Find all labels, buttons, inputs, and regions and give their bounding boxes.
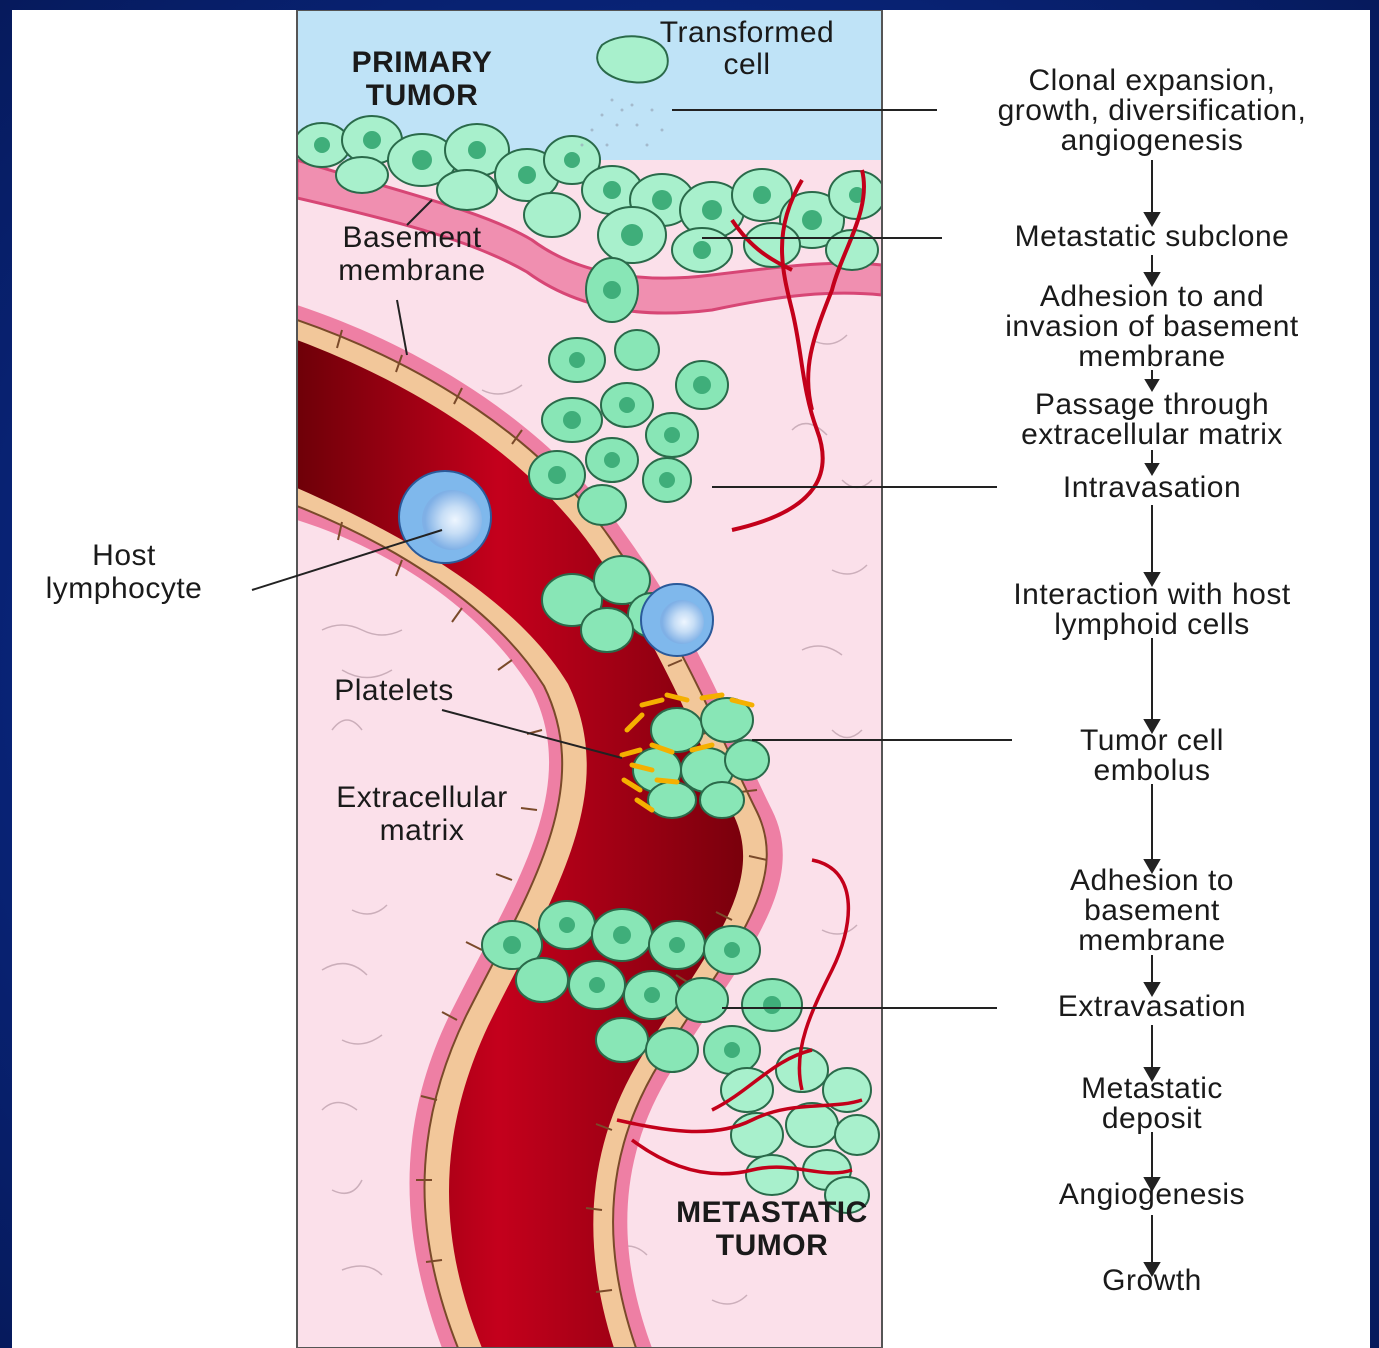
step-adhesion-3: membrane bbox=[1078, 340, 1225, 373]
host-lymphocyte-cell bbox=[399, 471, 491, 563]
label-platelets: Platelets bbox=[334, 674, 454, 707]
label-basement-1: Basement bbox=[342, 221, 481, 254]
label-transformed-2: cell bbox=[723, 48, 770, 81]
metastasis-diagram: PRIMARY TUMOR Transformed cell Basement … bbox=[12, 10, 1370, 1348]
circulating-lymphocyte bbox=[641, 584, 713, 656]
step-adhesion-bm-1: Adhesion to bbox=[1070, 864, 1234, 897]
label-basement-2: membrane bbox=[338, 254, 485, 287]
step-adhesion-bm-3: membrane bbox=[1078, 924, 1225, 957]
label-host-1: Host bbox=[92, 539, 156, 572]
step-extravasation: Extravasation bbox=[1058, 990, 1246, 1023]
step-clonal-1: Clonal expansion, bbox=[1029, 64, 1276, 97]
step-deposit-2: deposit bbox=[1102, 1102, 1202, 1135]
step-interaction-2: lymphoid cells bbox=[1054, 608, 1249, 641]
label-primary-tumor-2: TUMOR bbox=[366, 79, 478, 112]
step-interaction-1: Interaction with host bbox=[1013, 578, 1290, 611]
step-adhesion-1: Adhesion to and bbox=[1040, 280, 1264, 313]
step-clonal-2: growth, diversification, bbox=[998, 94, 1307, 127]
step-intravasation: Intravasation bbox=[1063, 471, 1241, 504]
step-adhesion-bm-2: basement bbox=[1084, 894, 1220, 927]
label-metastatic-2: TUMOR bbox=[716, 1229, 828, 1262]
step-angiogenesis: Angiogenesis bbox=[1059, 1178, 1245, 1211]
step-adhesion-2: invasion of basement bbox=[1005, 310, 1299, 343]
step-embolus-2: embolus bbox=[1094, 754, 1211, 787]
step-subclone: Metastatic subclone bbox=[1015, 220, 1290, 253]
step-growth: Growth bbox=[1102, 1264, 1202, 1297]
step-embolus-1: Tumor cell bbox=[1080, 724, 1224, 757]
label-ecm-2: matrix bbox=[380, 814, 465, 847]
step-deposit-1: Metastatic bbox=[1081, 1072, 1223, 1105]
step-passage-1: Passage through bbox=[1035, 388, 1269, 421]
label-primary-tumor-1: PRIMARY bbox=[352, 46, 493, 79]
step-clonal-3: angiogenesis bbox=[1061, 124, 1244, 157]
label-transformed-1: Transformed bbox=[660, 16, 834, 49]
label-metastatic-1: METASTATIC bbox=[676, 1196, 868, 1229]
step-passage-2: extracellular matrix bbox=[1021, 418, 1283, 451]
label-host-2: lymphocyte bbox=[46, 572, 203, 605]
slide-panel: PRIMARY TUMOR Transformed cell Basement … bbox=[12, 10, 1370, 1348]
label-ecm-1: Extracellular bbox=[336, 781, 508, 814]
